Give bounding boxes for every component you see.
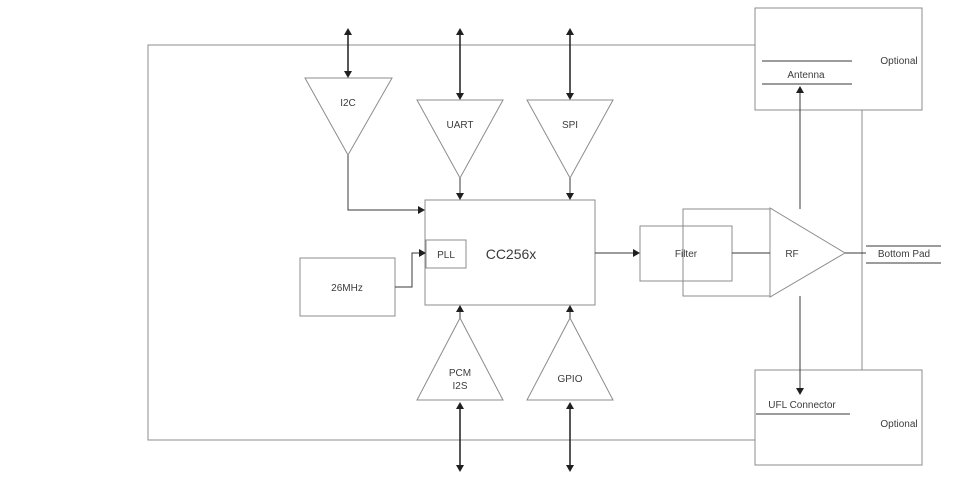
spi-external-arrowhead-up — [566, 28, 574, 35]
uart-label: UART — [446, 120, 473, 131]
gpio-external-arrowhead-down — [566, 465, 574, 472]
gpio-to-cc256x-arrowhead — [566, 305, 574, 312]
clock-26mhz-label: 26MHz — [331, 283, 363, 294]
filter-label: Filter — [675, 249, 698, 260]
ufl-connector-label: UFL Connector — [768, 400, 836, 411]
pcm-external-arrowhead-up — [456, 402, 464, 409]
antenna-label: Antenna — [787, 70, 825, 81]
ufl-connector-block — [754, 369, 923, 466]
uart-buffer-triangle — [416, 99, 504, 180]
gpio-label: GPIO — [557, 374, 582, 385]
clock-26mhz-block — [299, 257, 396, 317]
bottom-pad-label: Bottom Pad — [878, 249, 930, 260]
spi-external-arrowhead-down — [566, 93, 574, 100]
rf-to-antenna-arrowhead — [796, 86, 804, 93]
i2c-external-arrowhead-up — [344, 28, 352, 35]
gpio-external-arrowhead-up — [566, 402, 574, 409]
rf-label: RF — [785, 249, 798, 260]
pll-block — [425, 239, 467, 269]
rf-amp-triangle — [769, 207, 846, 298]
uart-to-cc256x-arrowhead — [456, 193, 464, 200]
i2c-label: I2C — [340, 98, 356, 109]
pcm-to-cc256x-arrowhead — [456, 305, 464, 312]
chip-boundary-rect — [147, 44, 863, 441]
cc256x-to-filter-arrowhead — [633, 249, 640, 257]
clock-to-pll-wire — [395, 252, 419, 288]
uart-external-arrowhead-up — [456, 28, 464, 35]
pcm-i2s-buffer-triangle — [416, 316, 504, 401]
i2c-buffer-triangle — [304, 77, 393, 157]
ufl-optional-label: Optional — [880, 419, 917, 430]
antenna-optional-label: Optional — [880, 56, 917, 67]
spi-label: SPI — [562, 120, 578, 131]
i2c-external-arrowhead-down — [344, 71, 352, 78]
i2c-to-cc256x-wire — [347, 155, 418, 211]
i2c-to-cc256x-arrowhead — [418, 206, 425, 214]
clock-to-pll-arrowhead — [419, 249, 426, 257]
pcm-label-line1: PCM — [449, 368, 471, 379]
pll-label: PLL — [437, 250, 455, 261]
spi-to-cc256x-arrowhead — [566, 193, 574, 200]
cc256x-label: CC256x — [486, 246, 537, 262]
rf-to-ufl-arrowhead — [796, 388, 804, 395]
spi-buffer-triangle — [526, 99, 614, 180]
pcm-label-line2: I2S — [452, 381, 467, 392]
antenna-block — [754, 7, 923, 111]
uart-external-arrowhead-down — [456, 93, 464, 100]
pcm-external-arrowhead-down — [456, 465, 464, 472]
gpio-buffer-triangle — [526, 316, 614, 401]
